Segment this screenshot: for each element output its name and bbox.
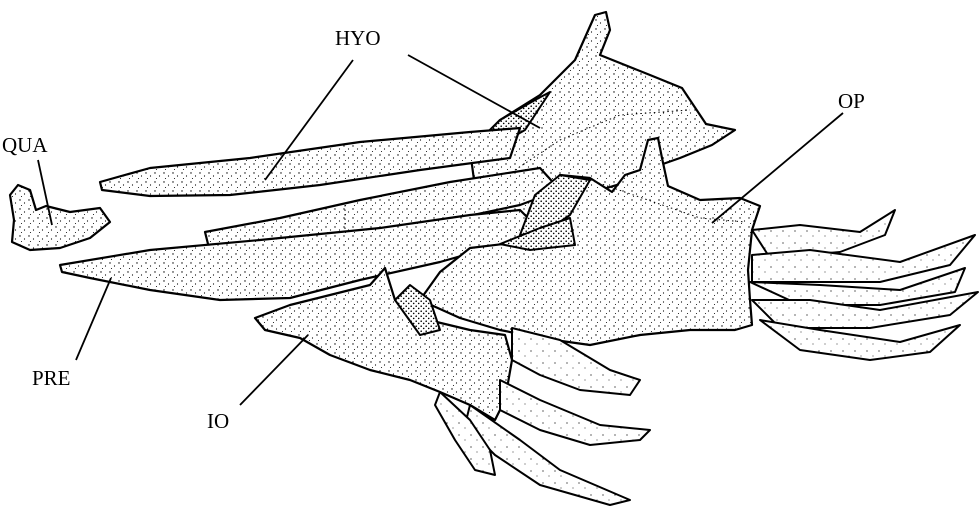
label-io: IO [207,409,229,433]
label-pre: PRE [32,366,71,390]
opercle-spines [750,210,978,360]
leader-io [240,335,308,405]
leader-pre [76,278,111,360]
label-qua: QUA [2,133,48,157]
label-hyo: HYO [335,26,381,50]
label-op: OP [838,89,865,113]
leader-hyo-2 [408,55,540,128]
quadrate-bone [10,185,110,250]
